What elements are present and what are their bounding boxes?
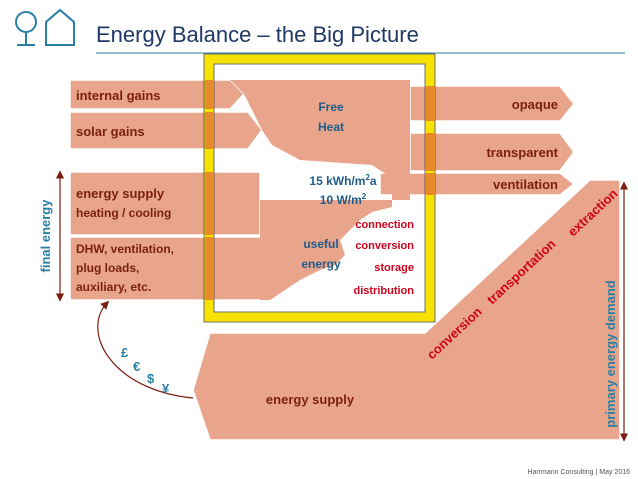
process-connection: connection	[355, 219, 414, 231]
solar-gains-label: solar gains	[76, 124, 145, 139]
opaque-label: opaque	[512, 97, 558, 112]
dhw-label-2: plug loads,	[76, 261, 139, 275]
cost-arrow	[97, 300, 194, 399]
dhw-label-1: DHW, ventilation,	[76, 242, 174, 256]
energy-supply-label: energy supply	[76, 186, 165, 201]
center-lower-flow	[260, 200, 392, 300]
w-label: 10 W/m2	[320, 192, 367, 207]
process-labels: connection conversion storage distributi…	[354, 219, 415, 297]
process-conversion: conversion	[355, 240, 414, 252]
process-storage: storage	[374, 262, 414, 274]
dhw-label-3: auxiliary, etc.	[76, 280, 151, 294]
currency-symbols: £ € $ ¥	[121, 345, 170, 396]
ventilation-label: ventilation	[493, 177, 558, 192]
right-labels: opaque transparent ventilation	[486, 97, 558, 192]
logo	[15, 8, 75, 46]
center-mid-flow	[405, 121, 410, 133]
kwh-label: 15 kWh/m2a	[309, 173, 376, 188]
primary-energy-demand-label: primary energy demand	[603, 280, 618, 427]
energy-supply-heating-flow	[69, 171, 261, 236]
currency-euro: €	[133, 359, 140, 374]
bottom-supply-label: energy supply	[266, 392, 355, 407]
tree-icon	[15, 11, 37, 46]
currency-pound: £	[121, 345, 129, 360]
house-icon	[45, 8, 75, 46]
free-heat-label-1: Free	[318, 100, 344, 114]
frame-crossings	[205, 80, 435, 300]
left-labels: internal gains solar gains energy supply…	[76, 88, 174, 294]
center-white-steps	[262, 85, 400, 145]
final-energy-label: final energy	[38, 199, 53, 273]
internal-gains-label: internal gains	[76, 88, 161, 103]
currency-dollar: $	[147, 371, 155, 386]
useful-energy-label-2: energy	[301, 257, 341, 271]
free-heat-label-2: Heat	[318, 120, 344, 134]
primary-supply-flow	[192, 179, 621, 441]
process-distribution: distribution	[354, 285, 415, 297]
currency-yen: ¥	[162, 381, 170, 396]
center-labels: Free Heat 15 kWh/m2a 10 W/m2 useful ener…	[301, 100, 377, 271]
center-upper-flow	[230, 80, 410, 200]
heating-cooling-label: heating / cooling	[76, 206, 171, 220]
footer-credit: Harrmann Consulting | May 2016	[527, 469, 630, 476]
transparent-label: transparent	[486, 145, 558, 160]
useful-energy-label-1: useful	[303, 237, 338, 251]
page-title: Energy Balance – the Big Picture	[96, 22, 419, 47]
internal-gains-flow	[69, 79, 246, 110]
center-flows	[230, 80, 410, 300]
